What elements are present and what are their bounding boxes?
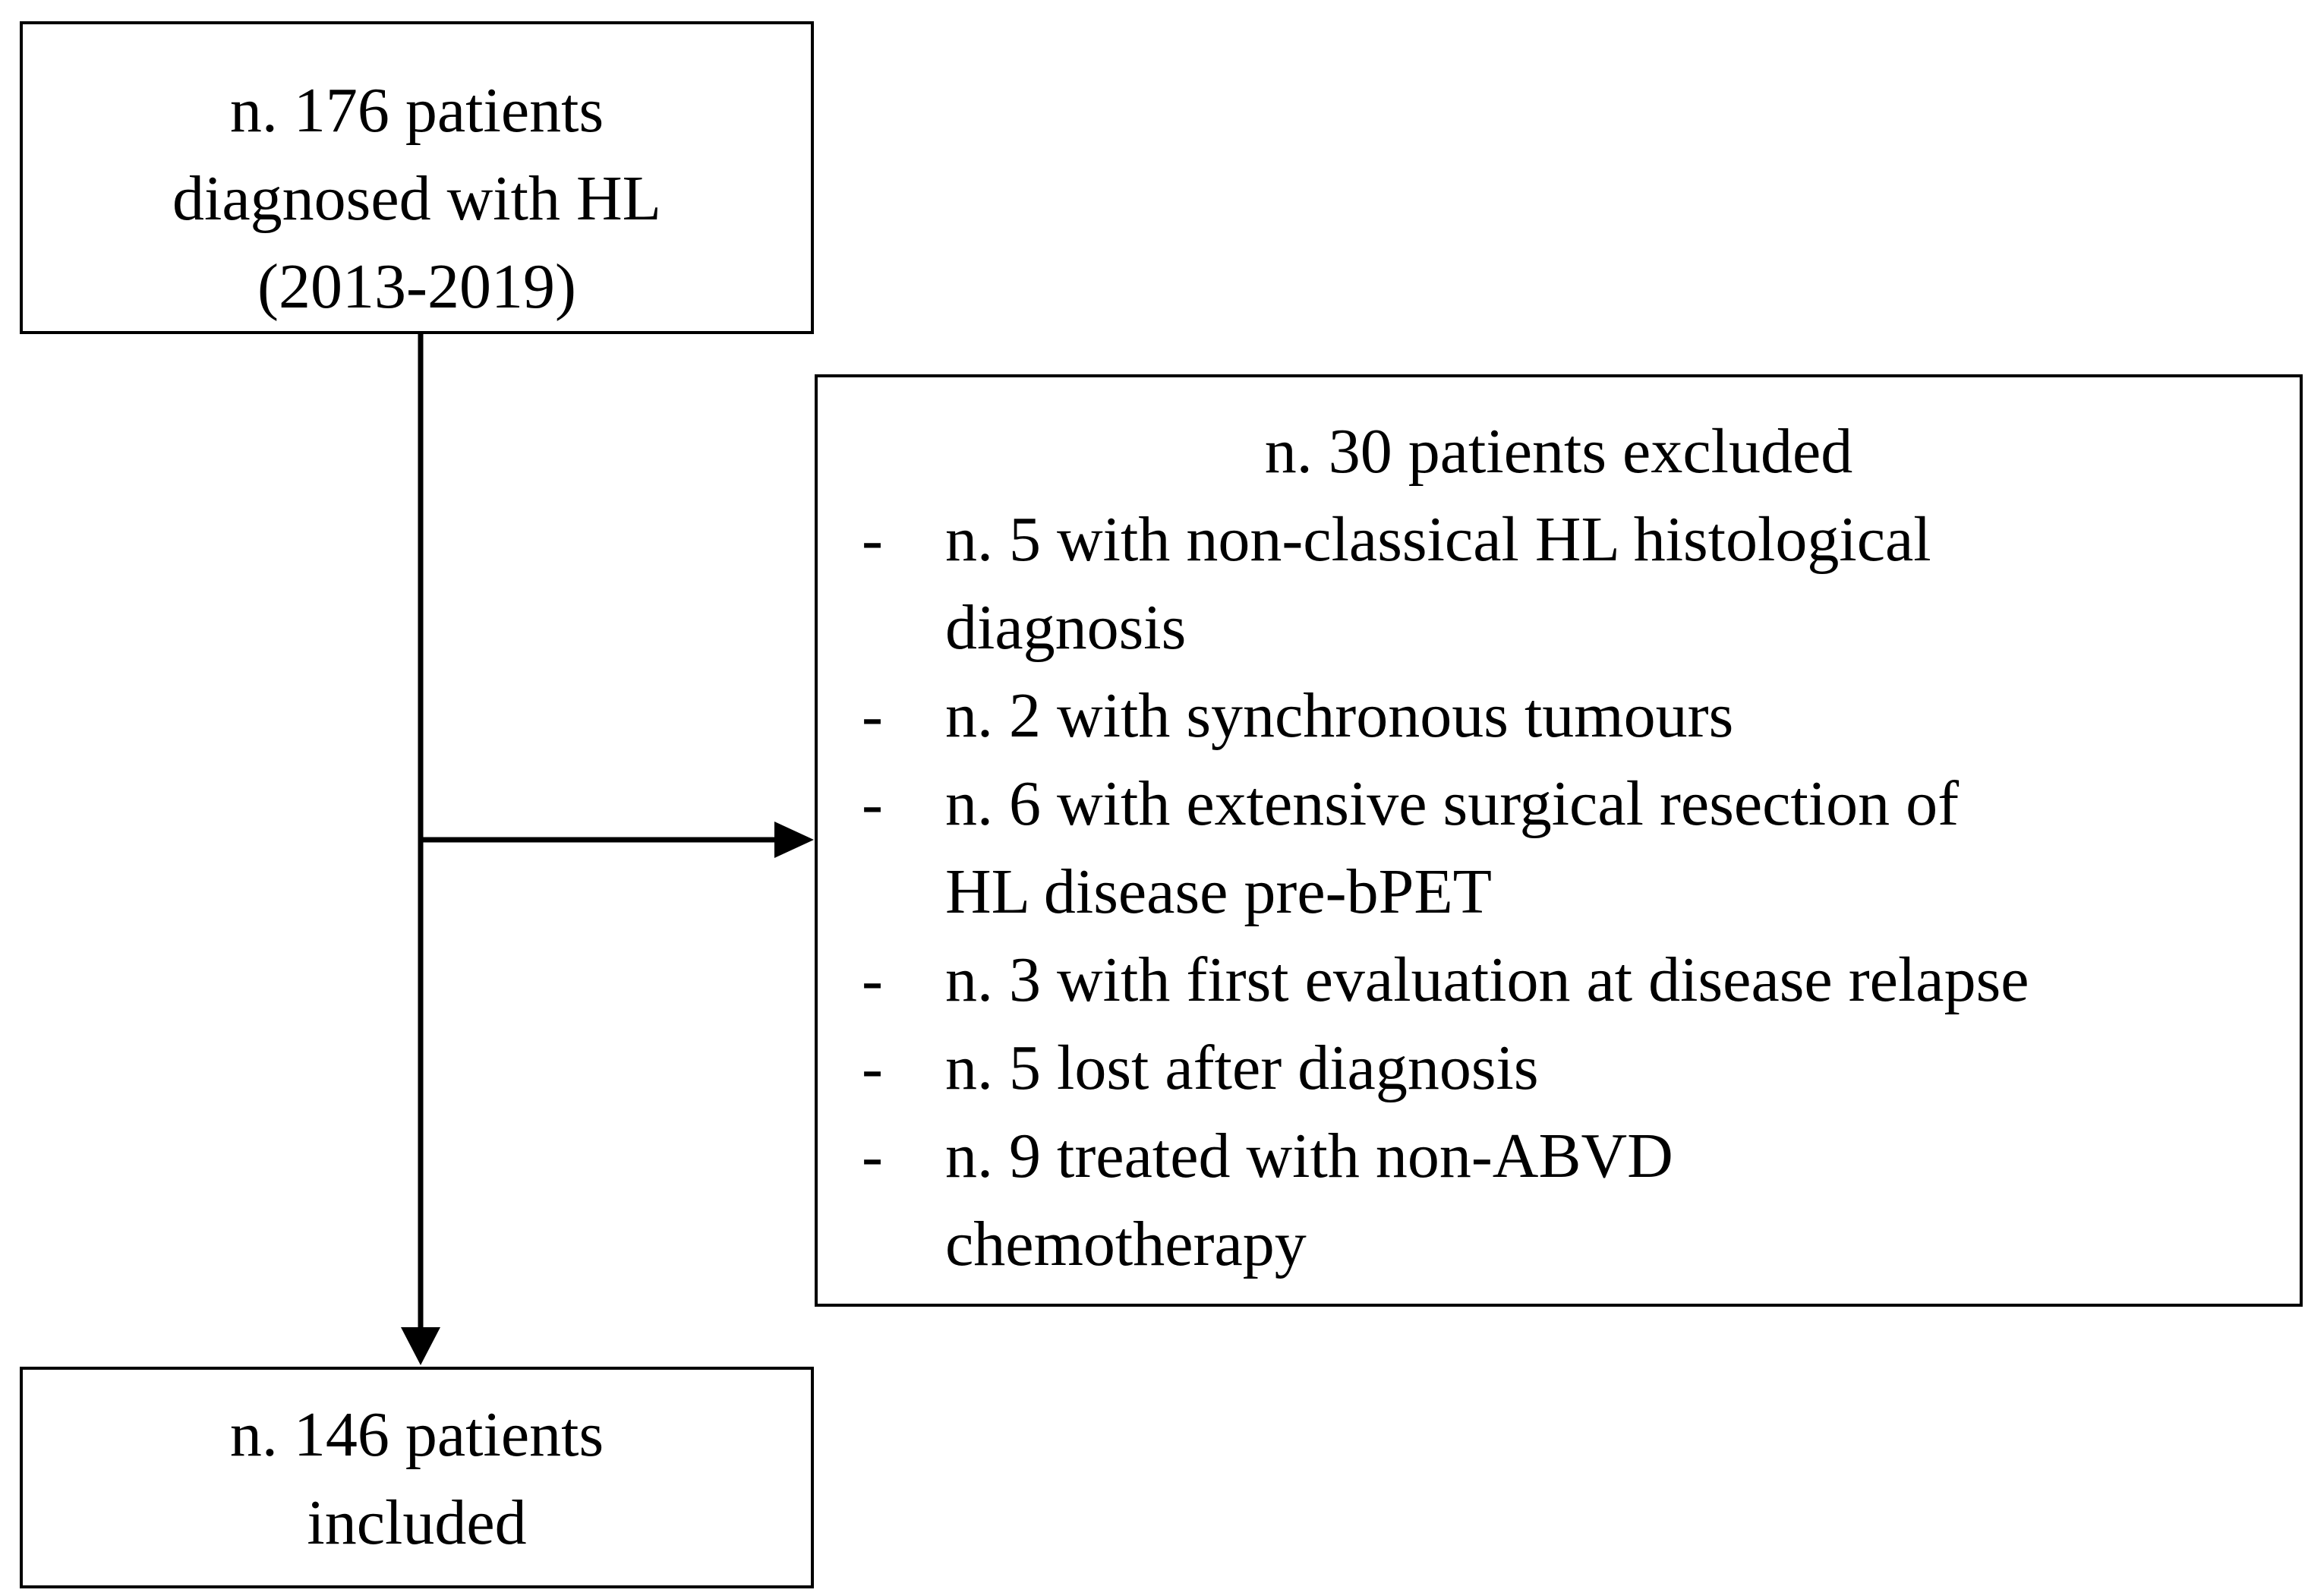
exclusion-item-text: HL disease pre-bPET (945, 856, 1492, 927)
exclusion-item-synchronous-tumours: - n. 2 with synchronous tumours (818, 672, 2300, 760)
diagnosed-patients-text: n. 176 patients diagnosed with HL (2013-… (23, 67, 811, 331)
exclusion-item-lost: - n. 5 lost after diagnosis (818, 1024, 2300, 1112)
exclusion-item-text: n. 5 lost after diagnosis (945, 1033, 1539, 1103)
exclusion-item-surgical-resection: - n. 6 with extensive surgical resection… (818, 760, 2300, 936)
included-line-1: n. 146 patients (229, 1399, 604, 1470)
exclusion-branch-arrowhead (774, 822, 814, 858)
bullet-dash: - (862, 1121, 883, 1191)
exclusion-item-text: chemotherapy (945, 1209, 1307, 1279)
bullet-dash: - (862, 768, 883, 839)
included-patients-text: n. 146 patients included (23, 1391, 811, 1567)
exclusion-item-relapse: - n. 3 with first evaluation at disease … (818, 936, 2300, 1024)
bullet-dash: - (862, 680, 883, 751)
main-flow-arrowhead (401, 1327, 440, 1365)
bullet-dash: - (862, 1033, 883, 1103)
excluded-title: n. 30 patients excluded (1264, 416, 1853, 487)
exclusion-item-text: n. 3 with first evaluation at disease re… (945, 945, 2029, 1015)
exclusion-item-non-abvd: - n. 9 treated with non-ABVD chemotherap… (818, 1112, 2300, 1288)
excluded-patients-box: n. 30 patients excluded - n. 5 with non-… (815, 374, 2303, 1307)
bullet-dash: - (862, 504, 883, 575)
exclusion-item-text: n. 5 with non-classical HL histological (945, 504, 1931, 575)
exclusion-item-text: n. 9 treated with non-ABVD (945, 1121, 1673, 1191)
included-patients-box: n. 146 patients included (20, 1367, 814, 1588)
diagnosed-patients-box: n. 176 patients diagnosed with HL (2013-… (20, 21, 814, 334)
exclusion-item-histology: - n. 5 with non-classical HL histologica… (818, 496, 2300, 672)
diagnosed-line-1: n. 176 patients (229, 75, 604, 146)
exclusion-item-text: n. 6 with extensive surgical resection o… (945, 768, 1960, 839)
exclusion-item-text: diagnosis (945, 592, 1187, 663)
bullet-dash: - (862, 945, 883, 1015)
diagnosed-line-2: diagnosed with HL (172, 163, 661, 234)
diagnosed-line-3: (2013-2019) (257, 251, 576, 322)
included-line-2: included (307, 1487, 527, 1558)
exclusion-reasons-list: - n. 5 with non-classical HL histologica… (818, 496, 2300, 1288)
exclusion-item-text: n. 2 with synchronous tumours (945, 680, 1734, 751)
